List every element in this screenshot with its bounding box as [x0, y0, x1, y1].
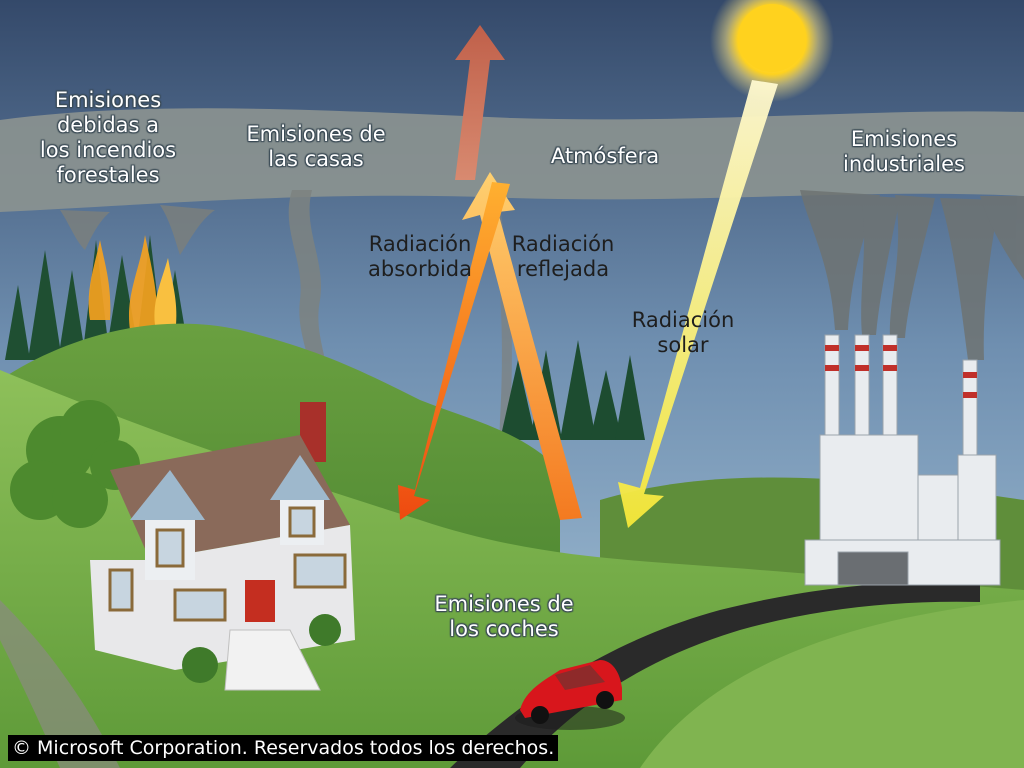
arrow-reflected [462, 172, 582, 520]
label-industrial: Emisiones industriales [843, 127, 965, 176]
factory [804, 334, 1001, 586]
car [515, 660, 625, 730]
house [90, 402, 355, 691]
arrow-solar [618, 80, 778, 528]
forest-fire [88, 235, 177, 330]
path [0, 600, 120, 768]
factory-stripes [825, 345, 977, 398]
label-reflected: Radiación reflejada [511, 232, 615, 281]
label-cars: Emisiones de los coches [434, 592, 574, 641]
label-atmosphere: Atmósfera [550, 144, 660, 168]
arrow-escape [455, 25, 505, 180]
forest-smoke [60, 205, 215, 255]
label-solar: Radiación solar [631, 308, 735, 357]
industrial-smoke [800, 190, 1024, 360]
hill-foreground [640, 600, 1024, 768]
label-houses: Emisiones de las casas [246, 122, 386, 171]
copyright-notice: © Microsoft Corporation. Reservados todo… [8, 735, 559, 761]
label-forest-fires: Emisiones debidas a los incendios forest… [39, 88, 177, 187]
atmosphere-band [0, 108, 1024, 212]
sun [738, 4, 806, 72]
arrow-absorbed [398, 182, 510, 520]
label-absorbed: Radiación absorbida [368, 232, 472, 281]
